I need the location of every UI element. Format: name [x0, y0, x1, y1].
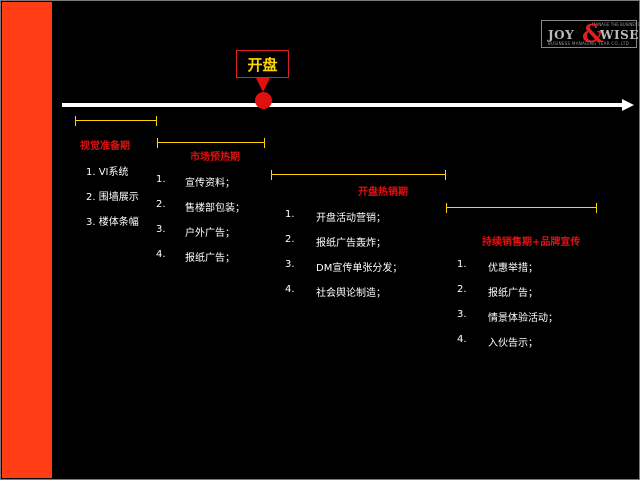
- logo-name-left: JOY: [548, 28, 575, 42]
- phase-2-item-3-num: 3.: [156, 224, 166, 235]
- phase-1-item-1: 1. VI系统: [86, 167, 129, 178]
- phase-4-item-4: 入伙告示；: [488, 338, 538, 349]
- phase-3-item-2-num: 2.: [285, 234, 295, 245]
- phase-3-item-4-num: 4.: [285, 284, 295, 295]
- timeline-arrow-icon: [622, 99, 634, 111]
- phase-3-item-1-num: 1.: [285, 209, 295, 220]
- milestone-pointer-icon: [256, 78, 270, 92]
- phase-2-item-2-num: 2.: [156, 199, 166, 210]
- phase-3-title: 开盘热销期: [358, 187, 408, 198]
- phase-2-bracket: [157, 138, 265, 151]
- logo-ampersand: &: [582, 19, 604, 48]
- phase-4-title: 持续销售期+品牌宣传: [482, 237, 581, 248]
- company-logo: MANAGE THE BUSINESS JOY & WISE BUSINESS …: [541, 19, 640, 48]
- left-accent-bar: [2, 2, 52, 478]
- phase-3-item-4: 社会舆论制造；: [316, 288, 386, 299]
- milestone-label-box: 开盘: [236, 50, 289, 78]
- phase-2-item-1-num: 1.: [156, 174, 166, 185]
- phase-1-item-2: 2. 围墙展示: [86, 192, 139, 203]
- phase-4-item-1: 优惠举措；: [488, 263, 538, 274]
- phase-4-item-3-num: 3.: [457, 309, 467, 320]
- milestone-label: 开盘: [247, 55, 278, 74]
- phase-4-item-4-num: 4.: [457, 334, 467, 345]
- timeline-line: [62, 103, 624, 107]
- phase-3-item-3: DM宣传单张分发；: [316, 263, 403, 274]
- phase-4-item-3: 情景体验活动；: [488, 313, 558, 324]
- phase-3-item-2: 报纸广告轰炸；: [316, 238, 386, 249]
- phase-1-title: 视觉准备期: [80, 141, 130, 152]
- phase-3-bracket: [271, 170, 446, 183]
- phase-2-title: 市场预热期: [190, 152, 240, 163]
- phase-2-item-4-num: 4.: [156, 249, 166, 260]
- phase-3-item-1: 开盘活动营销；: [316, 213, 386, 224]
- phase-2-item-4: 报纸广告；: [185, 253, 235, 264]
- phase-4-item-2: 报纸广告；: [488, 288, 538, 299]
- milestone-dot-icon: [255, 92, 272, 109]
- phase-1-item-3: 3. 楼体条幅: [86, 217, 139, 228]
- phase-4-item-1-num: 1.: [457, 259, 467, 270]
- logo-tagline: MANAGE THE BUSINESS: [592, 22, 640, 27]
- logo-subline: BUSINESS MANAGING YEAR CO.,LTD: [548, 41, 630, 46]
- phase-2-item-3: 户外广告；: [185, 228, 235, 239]
- phase-1-bracket: [75, 116, 157, 129]
- phase-4-bracket: [446, 203, 597, 216]
- phase-2-item-2: 售楼部包装；: [185, 203, 245, 214]
- phase-4-item-2-num: 2.: [457, 284, 467, 295]
- phase-3-item-3-num: 3.: [285, 259, 295, 270]
- phase-2-item-1: 宣传资料；: [185, 178, 235, 189]
- logo-name-right: WISE: [600, 28, 639, 42]
